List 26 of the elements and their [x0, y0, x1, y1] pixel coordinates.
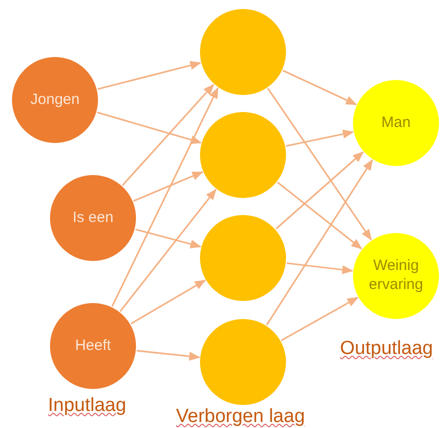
arrow	[135, 228, 202, 248]
arrow	[97, 112, 202, 144]
arrow	[130, 280, 206, 324]
arrow	[277, 182, 362, 250]
layer-title: Inputlaag	[48, 395, 126, 417]
arrow	[120, 188, 217, 312]
node-label: Jongen	[29, 90, 81, 110]
arrow	[136, 350, 200, 361]
node-label: Weinig ervaring	[368, 257, 424, 295]
layer-title: Verborgen laag	[176, 406, 305, 428]
arrow	[267, 88, 372, 241]
arrow	[286, 130, 354, 147]
arrow	[133, 171, 204, 202]
arrow	[286, 262, 354, 274]
arrow	[275, 151, 364, 230]
arrow	[97, 61, 202, 90]
arrow	[266, 159, 373, 326]
arrow	[122, 84, 214, 186]
layer-title: Outputlaag	[340, 338, 433, 360]
arrow	[282, 70, 358, 106]
arrow	[280, 296, 359, 342]
node-label: Man	[380, 114, 412, 132]
arrow	[111, 87, 219, 307]
node-label: Heeft	[74, 336, 112, 356]
node-label: Is een	[72, 208, 114, 228]
neuron-circle	[200, 112, 286, 198]
